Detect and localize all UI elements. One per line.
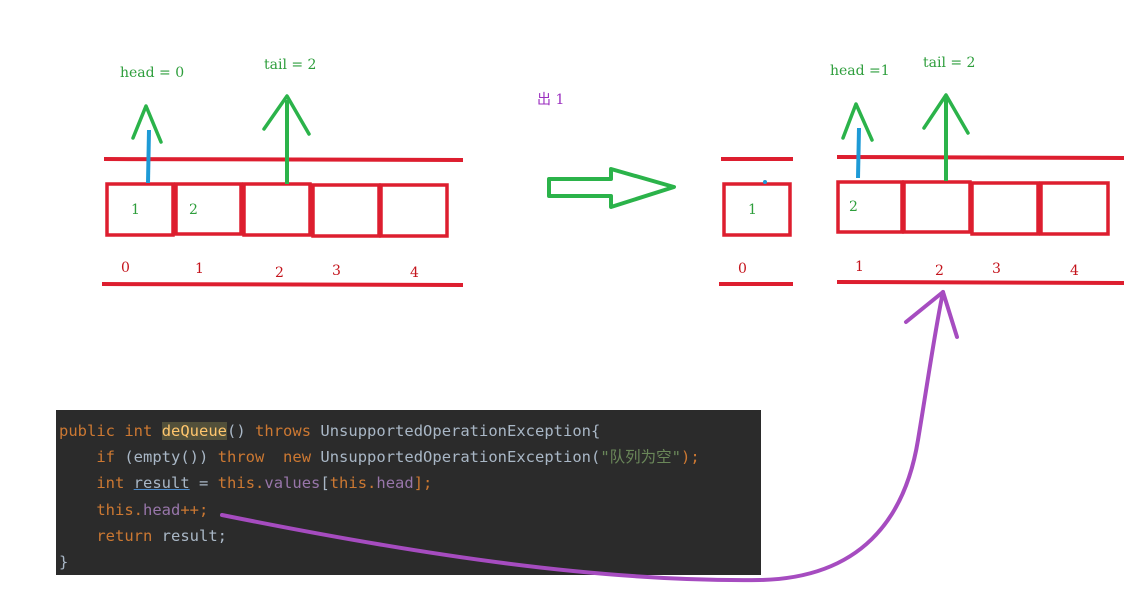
index-label: 3: [992, 261, 1001, 277]
index-label: 2: [275, 265, 284, 281]
index-label: 4: [1070, 263, 1079, 279]
method-name: deQueue: [161, 422, 228, 440]
cell-value: 1: [131, 202, 140, 218]
removed-cell: [722, 182, 792, 237]
code-text: );: [681, 448, 700, 466]
code-snippet: public int deQueue() throws UnsupportedO…: [56, 410, 761, 575]
code-text: [: [320, 474, 330, 492]
code-line: }: [59, 551, 68, 573]
index-label: 4: [410, 265, 419, 281]
head-label: head =1: [830, 63, 890, 79]
code-text: ++;: [180, 501, 209, 519]
removed-index-label: 0: [738, 261, 747, 277]
code-line: return result;: [59, 525, 227, 547]
queue-cell: [242, 182, 312, 237]
keyword: this.: [96, 501, 143, 519]
queue-cell: [379, 183, 449, 238]
cell-value: 2: [849, 199, 858, 215]
tail-arrow-icon: [922, 93, 970, 135]
code-text: }: [59, 553, 69, 571]
keyword: throws: [255, 422, 312, 440]
string-literal: "队列为空": [600, 448, 682, 466]
code-line: if (empty()) throw new UnsupportedOperat…: [59, 446, 700, 468]
code-line: this.head++;: [59, 499, 208, 521]
field-name: head: [376, 474, 414, 492]
index-label: 1: [855, 259, 864, 275]
head-arrow-icon: [841, 102, 874, 142]
queue-cell: [105, 182, 175, 237]
code-line: public int deQueue() throws UnsupportedO…: [59, 420, 600, 442]
queue-cell: [836, 180, 904, 234]
keyword: throw: [217, 448, 265, 466]
keyword: return: [96, 527, 153, 545]
head-arrow-icon: [131, 104, 163, 144]
blue-dot: [763, 180, 767, 184]
queue-top-rail: [836, 155, 1125, 160]
keyword: this.: [329, 474, 377, 492]
code-text: result;: [161, 527, 227, 545]
right-arrow-outline-icon: [547, 167, 676, 209]
queue-bottom-rail: [836, 280, 1125, 285]
queue-bottom-rail: [101, 282, 464, 287]
code-text: ];: [413, 474, 433, 492]
tail-arrow-icon: [262, 94, 311, 136]
cell-value: 2: [189, 202, 198, 218]
field-name: values: [264, 474, 321, 492]
keyword: int: [96, 474, 125, 492]
index-label: 3: [332, 263, 341, 279]
dequeue-label: 出 1: [537, 92, 564, 108]
head-pointer-icon: [146, 129, 151, 184]
queue-cell: [1039, 181, 1110, 236]
code-text: =: [199, 474, 209, 492]
keyword: new: [283, 448, 312, 466]
tail-label: tail = 2: [264, 57, 316, 73]
head-pointer-icon: [856, 127, 861, 179]
code-text: (empty()): [124, 448, 209, 466]
keyword: int: [124, 422, 153, 440]
variable-name: result: [133, 474, 190, 492]
keyword: this.: [217, 474, 265, 492]
index-label: 0: [121, 260, 130, 276]
queue-cell: [174, 182, 243, 236]
code-text: UnsupportedOperationException(: [320, 448, 601, 466]
queue-before: 1 2 0 1 2 3 4 head = 0 tail = 2: [101, 57, 464, 287]
field-name: head: [143, 501, 181, 519]
queue-after: 1 0 2 1 2 3 4 head =1 tail = 2: [719, 55, 1125, 286]
keyword: public: [59, 422, 115, 440]
removed-cell-value: 1: [748, 202, 757, 218]
code-text: (): [227, 422, 246, 440]
index-label: 2: [935, 263, 944, 279]
queue-cell: [311, 183, 381, 238]
keyword: if: [96, 448, 115, 466]
code-line: int result = this.values[this.head];: [59, 472, 432, 494]
index-label: 1: [195, 261, 204, 277]
code-text: UnsupportedOperationException{: [320, 422, 601, 440]
head-label: head = 0: [120, 65, 184, 81]
queue-cell: [902, 180, 972, 234]
queue-top-rail: [103, 157, 464, 162]
tail-label: tail = 2: [923, 55, 975, 71]
queue-cell: [970, 181, 1040, 236]
